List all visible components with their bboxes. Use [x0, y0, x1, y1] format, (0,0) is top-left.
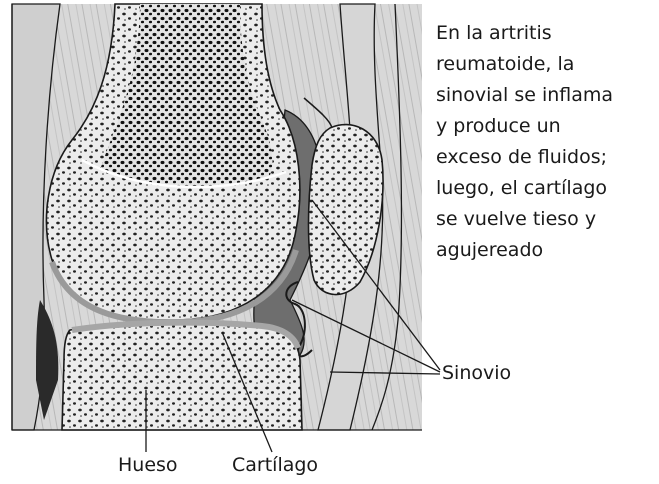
label-sinovio: Sinovio: [442, 362, 511, 384]
tibia-bone: [62, 323, 302, 430]
label-hueso: Hueso: [118, 454, 178, 476]
label-cartilago: Cartílago: [232, 454, 318, 476]
caption-text: En la artritis reumatoide, la sinovial s…: [436, 18, 656, 266]
